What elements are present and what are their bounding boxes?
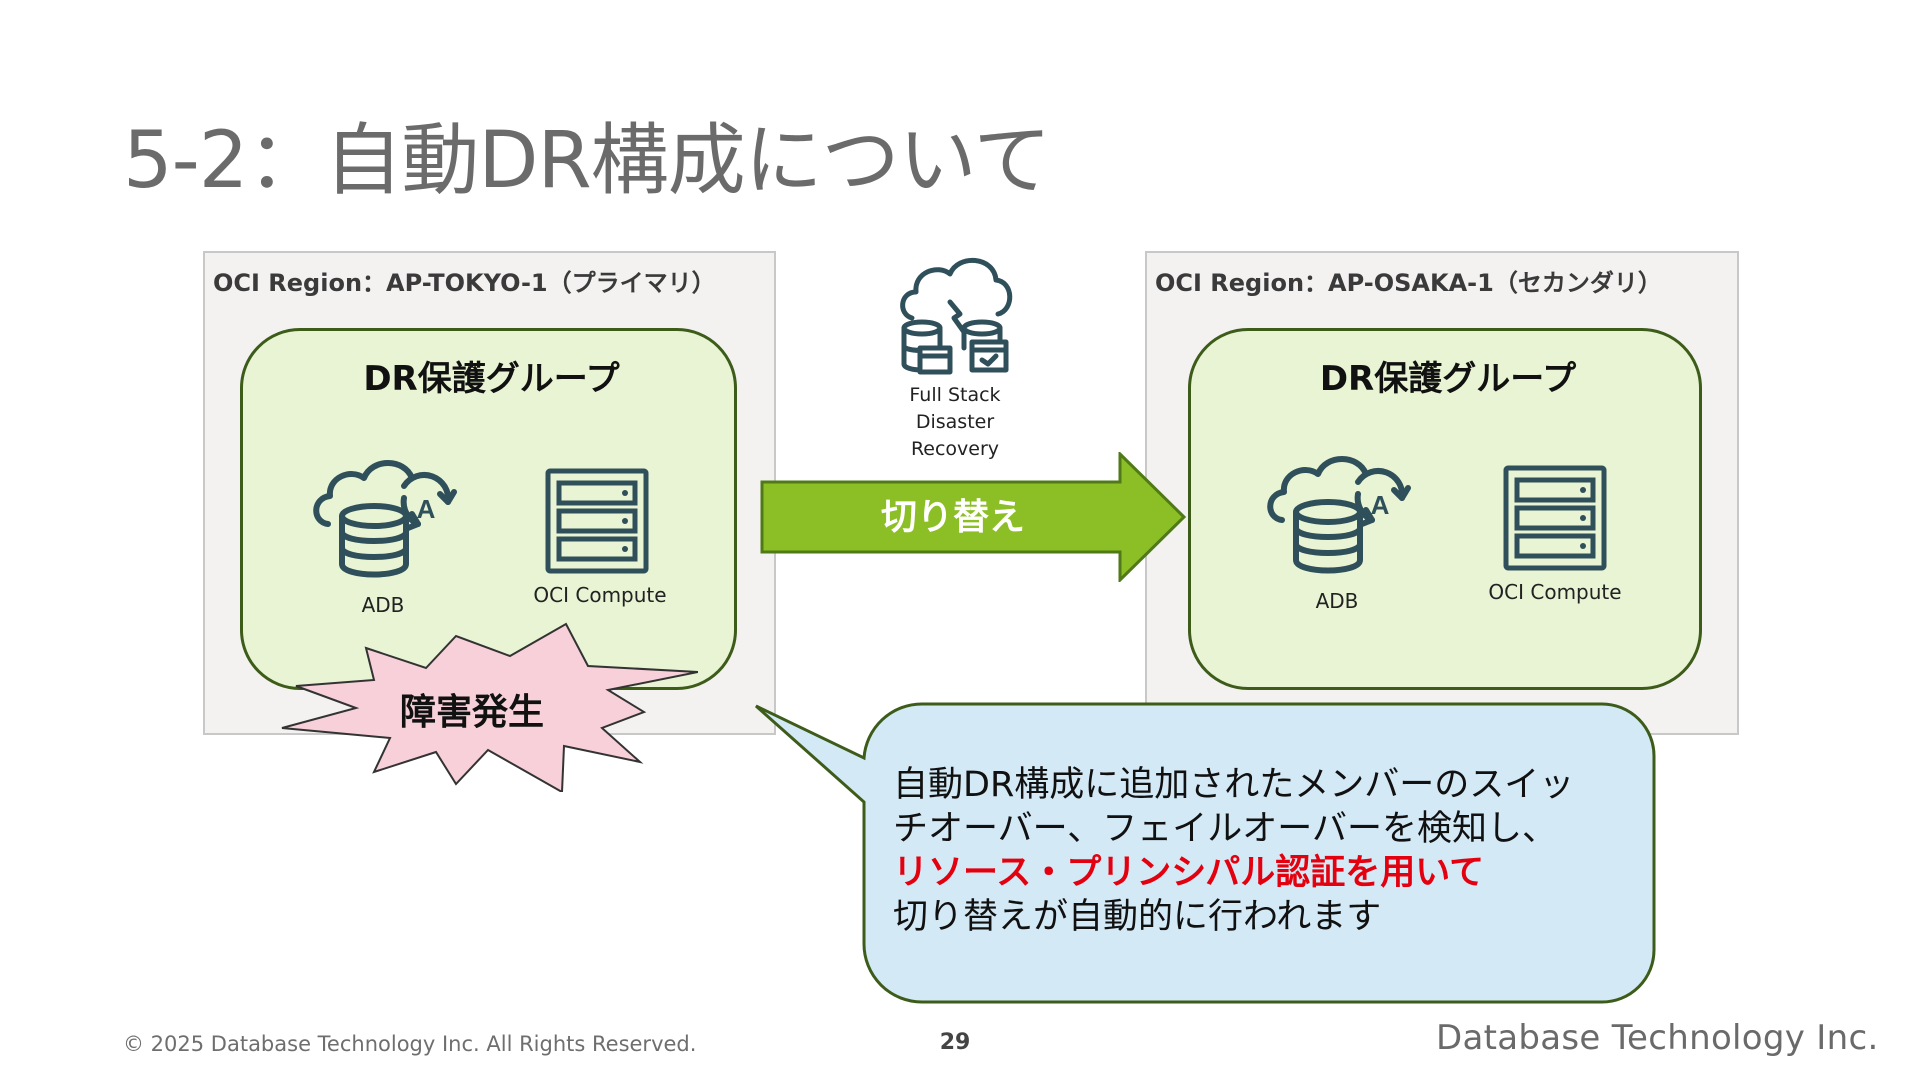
primary-region-label: OCI Region：AP-TOKYO-1（プライマリ） [213,269,716,297]
server-rack-icon [1503,465,1607,571]
callout-line-2: チオーバー、フェイルオーバーを検知し、 [893,809,1557,849]
callout-text: 自動DR構成に追加されたメンバーのスイッ チオーバー、フェイルオーバーを検知し、… [893,763,1574,939]
svg-text:A: A [1371,490,1390,520]
primary-group-title: DR保護グループ [363,359,620,399]
secondary-adb-label: ADB [1315,589,1359,613]
fsdr-label: Full Stack Disaster Recovery [880,382,1030,463]
secondary-dr-group: DR保護グループ [1188,328,1702,690]
primary-adb-label: ADB [361,593,405,617]
secondary-region-label: OCI Region：AP-OSAKA-1（セカンダリ） [1155,269,1662,297]
secondary-group-title: DR保護グループ [1319,359,1577,399]
page-number: 29 [939,1030,971,1055]
primary-compute-label: OCI Compute [533,583,667,607]
svg-text:A: A [417,494,436,524]
secondary-compute-label: OCI Compute [1488,580,1622,604]
fsdr-label-line3: Recovery [910,438,1000,460]
fsdr-label-line1: Full Stack [909,384,1001,406]
callout-bubble [755,702,1656,1004]
server-rack-icon [545,468,649,574]
full-stack-dr-icon [900,258,1013,375]
callout-line-1: 自動DR構成に追加されたメンバーのスイッ [893,765,1575,805]
adb-cloud-database-icon: A [313,460,457,578]
failure-label: 障害発生 [399,692,544,733]
failure-burst-shape [281,622,698,792]
callout-line-highlight: リソース・プリンシパル認証を用いて [893,853,1485,893]
switchover-arrow [760,452,1187,582]
callout-line-4: 切り替えが自動的に行われます [893,897,1382,937]
footer-copyright: © 2025 Database Technology Inc. All Righ… [123,1032,697,1056]
company-logo: Database Technology Inc. [1436,1018,1879,1058]
slide-title: 5-2：自動DR構成について [123,116,1051,206]
adb-cloud-database-icon: A [1267,456,1411,574]
fsdr-label-line2: Disaster [915,411,995,433]
switchover-label: 切り替え [880,497,1025,538]
